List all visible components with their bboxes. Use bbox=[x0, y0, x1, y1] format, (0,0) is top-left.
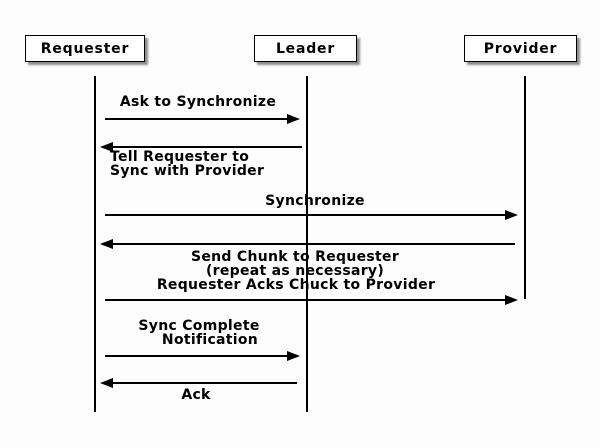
message-arrow-synchronize bbox=[105, 210, 518, 220]
arrowhead-left-icon bbox=[100, 142, 113, 152]
message-label-tell-requester-line2: Sync with Provider bbox=[110, 163, 265, 179]
lifeline-provider bbox=[524, 76, 526, 299]
arrow-shaft bbox=[111, 146, 302, 148]
message-arrow-ack-chunk bbox=[105, 295, 518, 305]
message-arrow-send-chunk bbox=[100, 239, 515, 249]
lifeline-requester bbox=[94, 76, 96, 412]
actor-box-leader: Leader bbox=[254, 35, 357, 62]
arrow-shaft bbox=[105, 299, 507, 301]
actor-box-requester: Requester bbox=[25, 35, 145, 62]
message-arrow-ack bbox=[100, 378, 297, 388]
message-arrow-ask-to-synchronize bbox=[105, 114, 300, 124]
message-label-ack: Ack bbox=[181, 387, 211, 403]
actor-box-provider: Provider bbox=[464, 35, 577, 62]
arrow-shaft bbox=[111, 382, 297, 384]
message-label-send-chunk-line2: (repeat as necessary) bbox=[205, 263, 385, 279]
message-label-tell-requester-line1: Tell Requester to bbox=[110, 149, 250, 165]
arrowhead-right-icon bbox=[505, 295, 518, 305]
arrow-shaft bbox=[111, 243, 515, 245]
message-label-synchronize: Synchronize bbox=[265, 193, 365, 209]
message-arrow-tell-requester bbox=[100, 142, 302, 152]
arrow-shaft bbox=[105, 355, 289, 357]
arrowhead-left-icon bbox=[100, 378, 113, 388]
message-arrow-sync-complete bbox=[105, 351, 300, 361]
arrowhead-right-icon bbox=[287, 114, 300, 124]
arrowhead-right-icon bbox=[287, 351, 300, 361]
message-label-sync-complete-line2: Notification bbox=[161, 332, 259, 348]
arrow-shaft bbox=[105, 118, 289, 120]
message-label-send-chunk-line3: Requester Acks Chuck to Provider bbox=[156, 277, 436, 293]
arrow-shaft bbox=[105, 214, 507, 216]
message-label-ask-to-synchronize: Ask to Synchronize bbox=[119, 94, 277, 110]
arrowhead-left-icon bbox=[100, 239, 113, 249]
message-label-send-chunk-line1: Send Chunk to Requester bbox=[190, 249, 400, 265]
arrowhead-right-icon bbox=[505, 210, 518, 220]
message-label-sync-complete-line1: Sync Complete bbox=[138, 318, 260, 334]
